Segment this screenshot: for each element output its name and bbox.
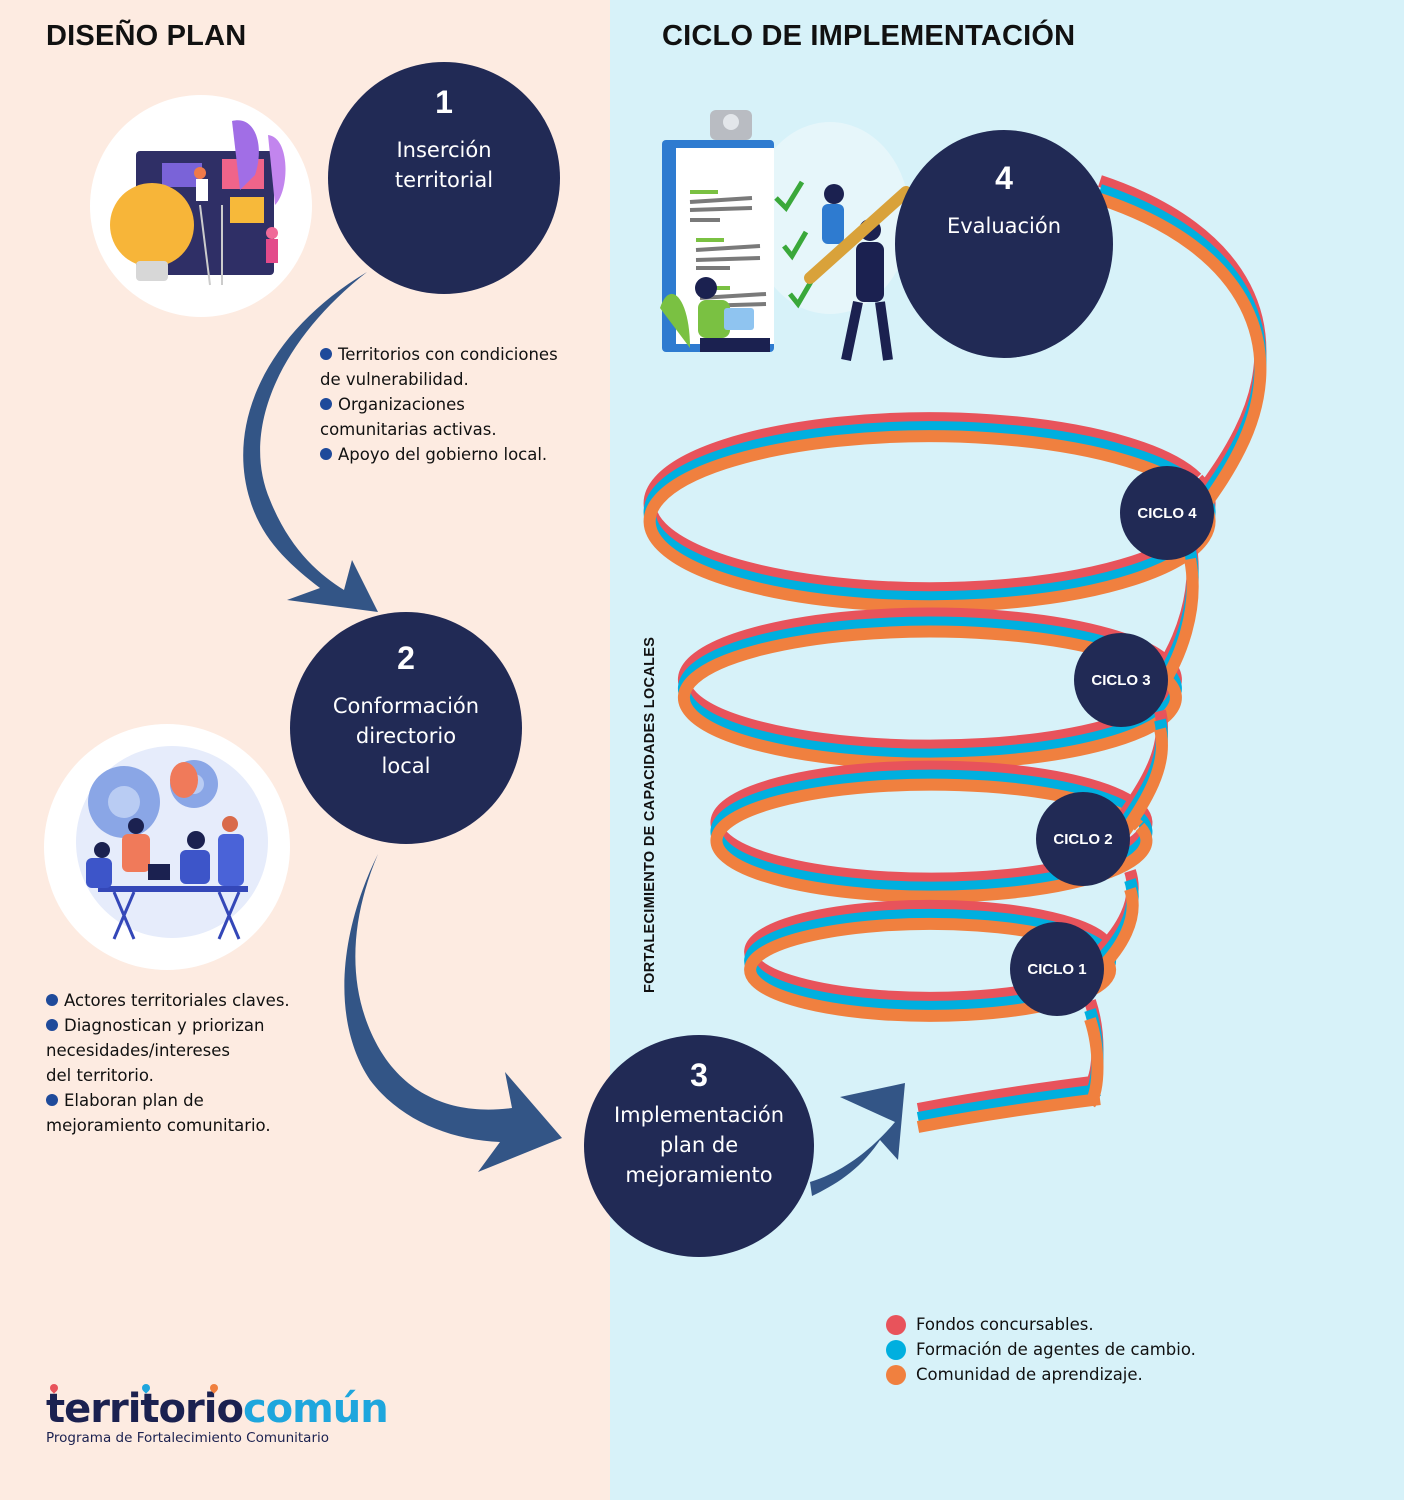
list-item: Diagnostican y priorizan necesidades/int… <box>46 1016 265 1085</box>
cycle-3-node: CICLO 3 <box>1074 633 1168 727</box>
lightbulb-icon <box>170 762 198 798</box>
legend-swatch-orange <box>886 1364 906 1385</box>
spiral-entry-blue <box>916 1084 1101 1124</box>
bullet-icon <box>46 994 58 1006</box>
spiral-loop-3-orange <box>677 625 1182 770</box>
arrow-step2-to-step3 <box>344 854 562 1172</box>
step-1-criteria-list: Territorios con condiciones de vulnerabi… <box>320 342 600 467</box>
step-label: Implementación plan de mejoramiento <box>613 1103 785 1187</box>
checkmark-icons <box>774 180 815 309</box>
legend-item: Formación de agentes de cambio. <box>886 1337 1196 1362</box>
team-meeting-illustration <box>44 724 290 970</box>
list-item: Elaboran plan de mejoramiento comunitari… <box>46 1091 271 1135</box>
logo-word-comun: común <box>242 1386 389 1432</box>
logo-tagline: Programa de Fortalecimiento Comunitario <box>46 1430 330 1446</box>
step-4-circle: 4 Evaluación <box>895 130 1113 358</box>
legend-label: Comunidad de aprendizaje. <box>916 1365 1143 1384</box>
list-item: Territorios con condiciones de vulnerabi… <box>320 345 558 389</box>
spiral-loop-4-orange <box>643 430 1216 613</box>
capacity-building-axis-label: FORTALECIMIENTO DE CAPACIDADES LOCALES <box>642 636 658 993</box>
laptop-icon <box>724 308 754 330</box>
step-number: 1 <box>435 84 453 120</box>
table-icon <box>98 886 248 892</box>
spiral-entry-red <box>916 1075 1101 1115</box>
step-3-circle: 3 Implementación plan de mejoramiento <box>584 1035 814 1257</box>
spiral-connector-2-orange <box>1095 887 1139 974</box>
cycle-1-node: CICLO 1 <box>1010 922 1104 1016</box>
spiral-connector-1-orange <box>1084 1017 1104 1108</box>
step-number: 4 <box>995 160 1013 196</box>
bullet-icon <box>320 398 332 410</box>
step-2-circle: 2 Conformación directorio local <box>290 612 522 844</box>
legend-swatch-blue <box>886 1339 906 1360</box>
step-label: Evaluación <box>946 214 1062 238</box>
step-label: Inserción territorial <box>394 138 494 192</box>
step-label: Conformación directorio local <box>332 694 480 778</box>
step-number: 3 <box>690 1057 708 1093</box>
bullet-icon <box>46 1094 58 1106</box>
pencil-icon <box>804 186 912 284</box>
implementation-cycle-heading: CICLO DE IMPLEMENTACIÓN <box>662 20 1076 52</box>
arrow-step3-to-spiral <box>810 1083 905 1196</box>
cycle-4-node: CICLO 4 <box>1120 466 1214 560</box>
arrow-step1-to-step2 <box>243 272 378 612</box>
bullet-icon <box>320 348 332 360</box>
cycle-2-node: CICLO 2 <box>1036 792 1130 886</box>
spiral-entry-orange <box>916 1093 1101 1133</box>
bullet-icon <box>320 448 332 460</box>
design-plan-heading: DISEÑO PLAN <box>46 20 247 52</box>
list-item: Organizaciones comunitarias activas. <box>320 395 497 439</box>
planning-illustration <box>90 95 312 317</box>
list-item: Apoyo del gobierno local. <box>320 442 600 467</box>
legend-item: Comunidad de aprendizaje. <box>886 1362 1196 1387</box>
legend-item: Fondos concursables. <box>886 1312 1196 1337</box>
evaluation-illustration <box>660 108 912 378</box>
legend-swatch-red <box>886 1314 906 1335</box>
step-1-circle: 1 Inserción territorial <box>328 62 560 294</box>
logo-word-territorio: territorio <box>46 1386 244 1432</box>
list-item: Actores territoriales claves. <box>46 988 326 1013</box>
territorio-comun-logo: territoriocomún Programa de Fortalecimie… <box>46 1382 389 1446</box>
bullet-icon <box>46 1019 58 1031</box>
legend-label: Formación de agentes de cambio. <box>916 1340 1196 1359</box>
lightbulb-icon <box>110 183 194 267</box>
step-2-activities-list: Actores territoriales claves. Diagnostic… <box>46 988 326 1138</box>
step-number: 2 <box>397 640 415 676</box>
legend: Fondos concursables. Formación de agente… <box>886 1312 1196 1387</box>
legend-label: Fondos concursables. <box>916 1315 1094 1334</box>
